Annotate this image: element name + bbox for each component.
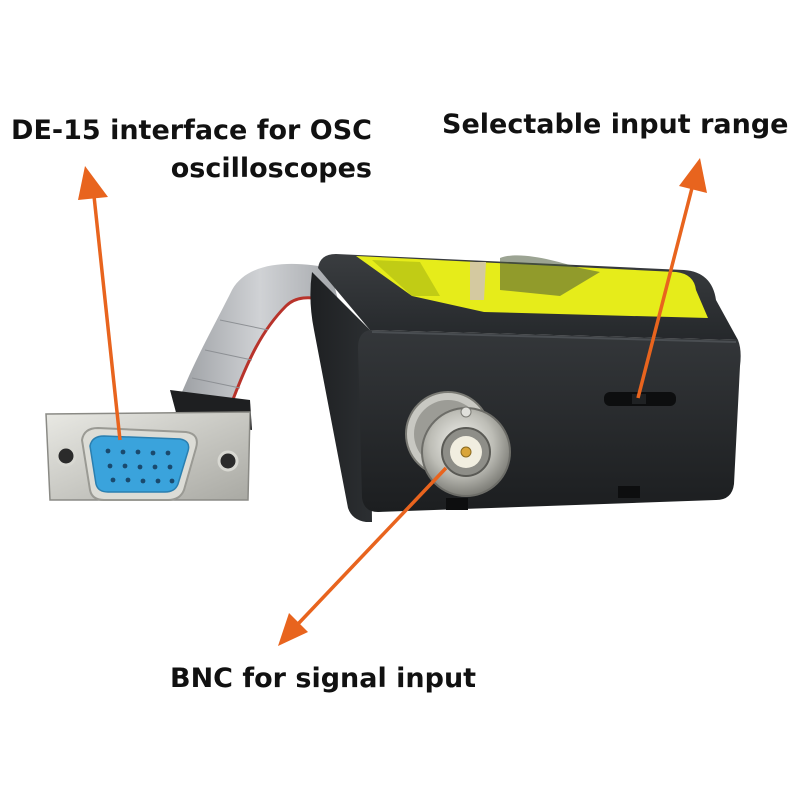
- arrow-de15: [78, 166, 122, 441]
- de15-connector: [45, 390, 252, 501]
- arrow-bnc: [278, 466, 448, 646]
- enclosure-box: [310, 254, 741, 522]
- callout-bnc: BNC for signal input: [170, 663, 477, 694]
- callout-input-range: Selectable input range: [442, 109, 789, 140]
- callout-de15-line1: DE-15 interface for OSC: [11, 115, 372, 146]
- callout-de15-line2: oscilloscopes: [170, 153, 372, 184]
- callout-de15: DE-15 interface for OSC oscilloscopes: [11, 112, 372, 188]
- bnc-connector: [405, 391, 511, 497]
- arrow-range: [636, 158, 707, 399]
